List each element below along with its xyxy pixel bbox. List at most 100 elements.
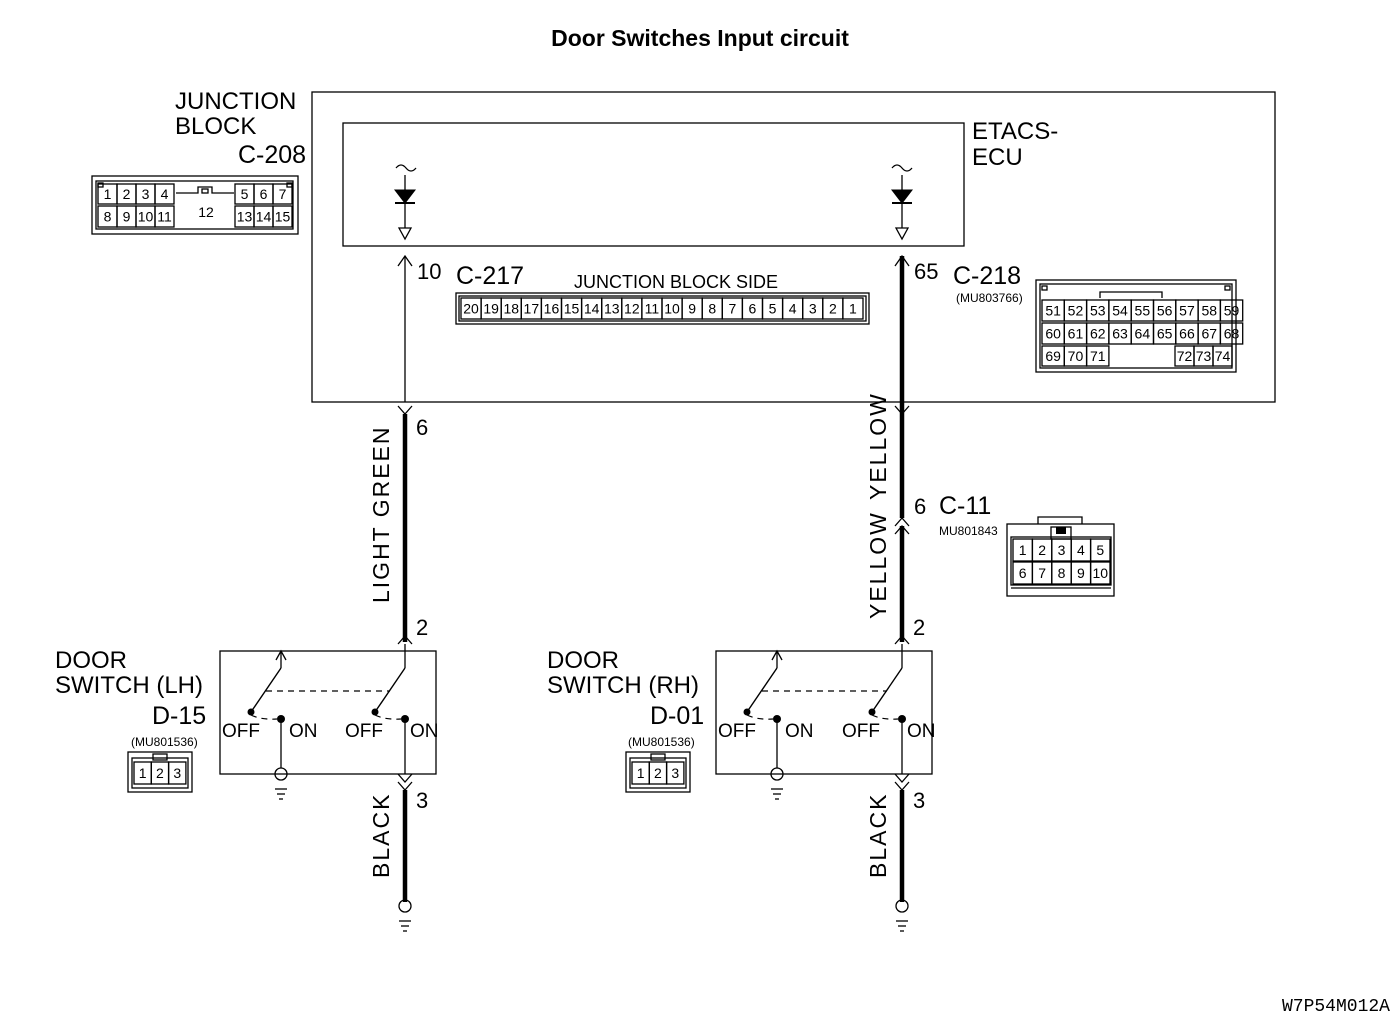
pin-number: 1	[637, 765, 645, 781]
pin-number: 70	[1068, 348, 1084, 364]
pin-number: 12	[198, 204, 214, 220]
left-switch-in-mark	[397, 635, 413, 645]
pin-number: 3	[671, 765, 679, 781]
pin-number: 9	[1077, 565, 1085, 581]
c11-connector-id: C-11	[939, 492, 991, 520]
pin-number: 15	[275, 209, 291, 225]
pin-number: 73	[1196, 348, 1212, 364]
pin-cell	[272, 183, 293, 205]
junction-block-label-1: JUNCTION	[175, 88, 296, 115]
ecu-diode-left	[393, 164, 417, 241]
pin-number: 3	[1058, 542, 1066, 558]
pin-number: 12	[624, 301, 640, 317]
left-switch-out-terminal: 3	[416, 788, 428, 813]
pin-number: 17	[524, 301, 540, 317]
pin-number: 2	[123, 186, 131, 202]
pin-cell	[1219, 299, 1244, 322]
switch-lh-label-2: SWITCH (LH)	[55, 672, 203, 699]
pin-number: 53	[1090, 303, 1106, 319]
junction-block-box	[311, 91, 1276, 403]
pin-number: 64	[1135, 326, 1151, 342]
pin-number: 13	[237, 209, 253, 225]
right-ground-color-label: BLACK	[865, 793, 891, 878]
pin-number: 1	[139, 765, 147, 781]
left-ground-symbol	[398, 899, 412, 932]
pin-number: 55	[1135, 303, 1151, 319]
c218-connector-id: C-218	[953, 262, 1021, 290]
pin-number: 6	[260, 186, 268, 202]
c217-connector-id: C-217	[456, 262, 524, 290]
etacs-ecu-box	[342, 122, 965, 247]
left-wire-color-label: LIGHT GREEN	[368, 426, 394, 604]
pin-number: 2	[654, 765, 662, 781]
pin-number: 67	[1201, 326, 1217, 342]
pin-number: 19	[483, 301, 499, 317]
switch-rh-connector-id: D-01	[650, 702, 704, 730]
pin-number: 8	[1058, 565, 1066, 581]
switch-lh-on-label-1: ON	[289, 721, 318, 742]
junction-block-label-2: BLOCK	[175, 113, 256, 140]
pin-number: 63	[1112, 326, 1128, 342]
pin-cell	[1212, 345, 1233, 367]
etacs-ecu-label-2: ECU	[972, 144, 1023, 171]
pin-number: 14	[584, 301, 600, 317]
switch-rh-label-1: DOOR	[547, 647, 619, 674]
pin-number: 54	[1112, 303, 1128, 319]
pin-number: 2	[829, 301, 837, 317]
switch-rh-box	[715, 650, 933, 775]
diagram-title: Door Switches Input circuit	[551, 25, 849, 51]
switch-rh-on-label-2: ON	[907, 721, 936, 742]
pin-number: 11	[157, 209, 172, 225]
pin-number: 9	[688, 301, 696, 317]
pin-number: 59	[1224, 303, 1240, 319]
pin-number: 6	[1019, 565, 1027, 581]
pin-number: 16	[544, 301, 560, 317]
pin-cell	[1089, 538, 1111, 562]
pin-number: 15	[564, 301, 580, 317]
switch-rh-off-label-2: OFF	[842, 721, 880, 742]
right-switch-out-mark	[894, 773, 910, 783]
switch-lh-off-label-1: OFF	[222, 721, 260, 742]
pin-number: 7	[279, 186, 287, 202]
right-switch-in-terminal: 2	[913, 615, 925, 640]
figure-code: W7P54M012A	[1282, 997, 1390, 1017]
pin-number: 52	[1068, 303, 1084, 319]
pin-cell	[154, 183, 175, 205]
ecu-diode-right	[890, 164, 914, 241]
pin-number: 10	[1093, 565, 1109, 581]
pin-number: 3	[173, 765, 181, 781]
c208-connector-id: C-208	[238, 141, 306, 169]
pin-number: 13	[604, 301, 620, 317]
pin-number: 2	[156, 765, 164, 781]
pin-number: 14	[256, 209, 272, 225]
c217-side-label: JUNCTION BLOCK SIDE	[574, 272, 778, 292]
switch-lh-off-label-2: OFF	[345, 721, 383, 742]
c11-terminal-number: 6	[914, 494, 926, 519]
left-internal-wire	[397, 254, 413, 402]
c217-terminal-number: 10	[417, 259, 441, 284]
pin-number: 1	[104, 186, 112, 202]
pin-number: 9	[123, 209, 131, 225]
right-upper-color-label: YELLOW	[865, 392, 891, 500]
pin-number: 61	[1068, 326, 1084, 342]
pin-cell	[1219, 322, 1244, 345]
pin-number: 5	[241, 186, 249, 202]
pin-number: 6	[749, 301, 757, 317]
pin-number: 1	[1019, 542, 1027, 558]
c218-part-number: (MU803766)	[956, 291, 1023, 305]
right-lower-color-label: YELLOW	[865, 511, 891, 619]
left-ground-color-label: BLACK	[368, 793, 394, 878]
pin-number: 7	[1038, 565, 1046, 581]
pin-number: 51	[1045, 303, 1061, 319]
pin-number: 66	[1179, 326, 1195, 342]
left-switch-in-terminal: 2	[416, 615, 428, 640]
c218-terminal-number: 65	[914, 259, 938, 284]
right-internal-wire	[894, 254, 910, 402]
pin-number: 62	[1090, 326, 1106, 342]
